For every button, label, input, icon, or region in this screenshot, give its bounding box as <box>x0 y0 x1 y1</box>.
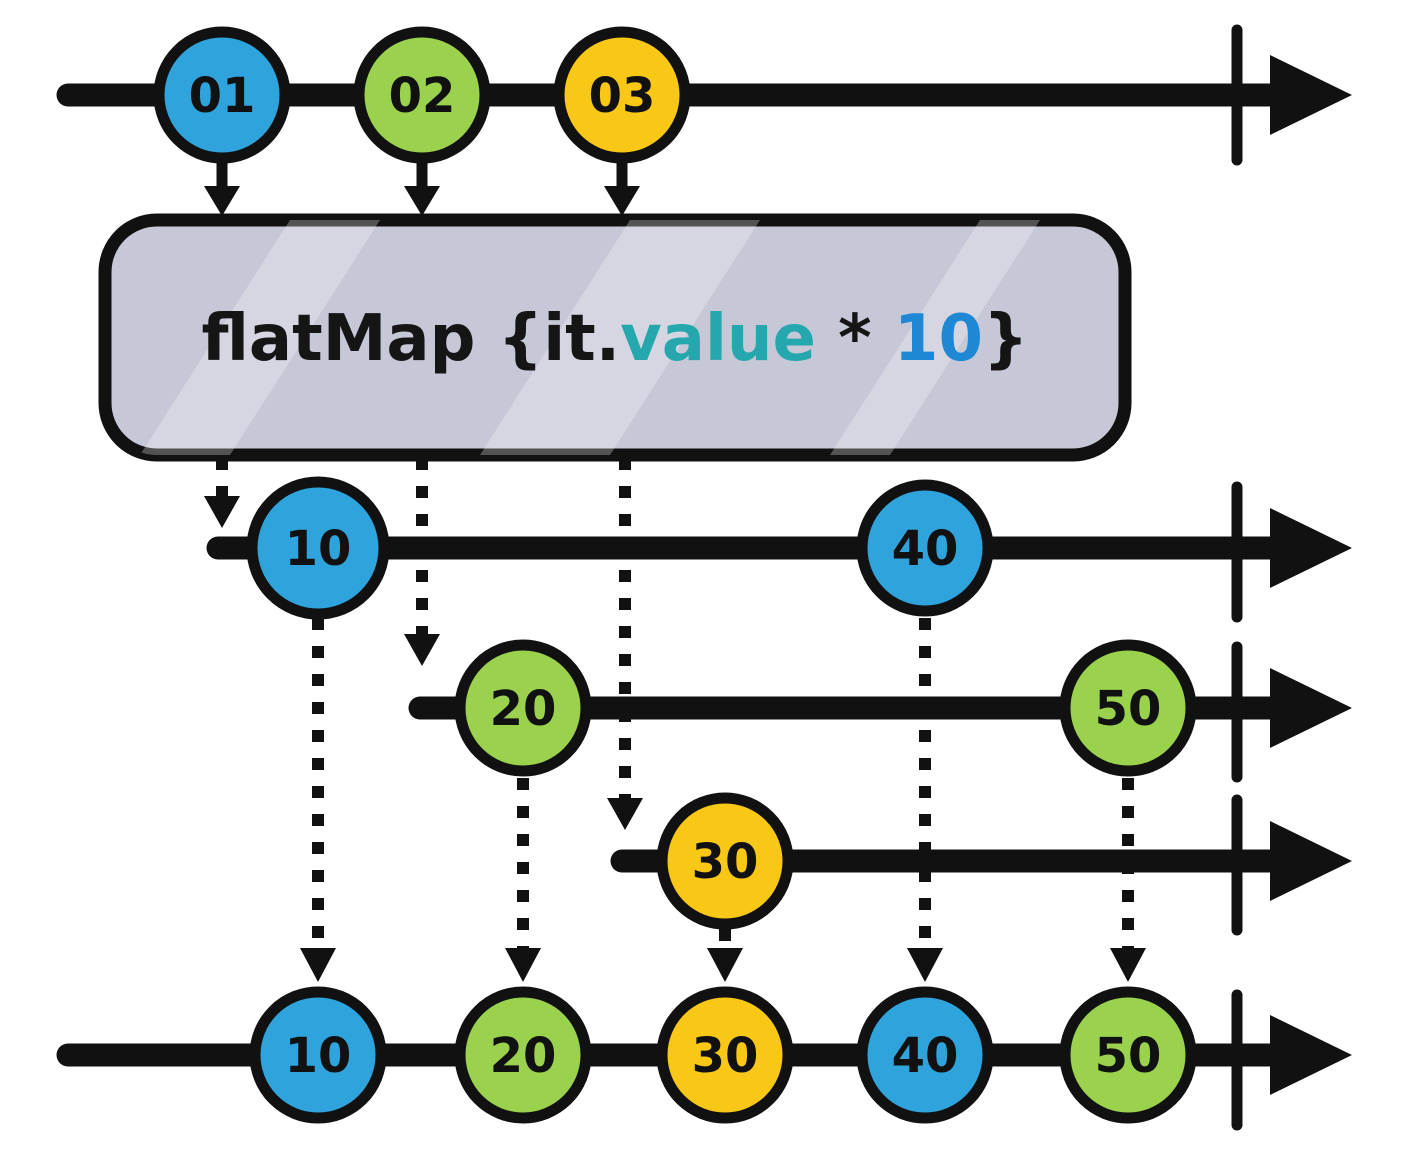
operator-emit-arrows <box>204 458 643 830</box>
marble-label: 20 <box>490 681 557 737</box>
marble-label: 40 <box>892 521 959 577</box>
arrow-down-icon <box>604 186 640 216</box>
marble-label: 40 <box>892 1028 959 1084</box>
marble-circle <box>454 986 592 1124</box>
arrow-down-icon <box>300 948 336 982</box>
marble-circle <box>1059 639 1197 777</box>
marble-inner1-10: 10 <box>246 476 390 620</box>
marble-output-10: 10 <box>249 986 387 1124</box>
marble-output-30: 30 <box>656 986 794 1124</box>
marble-circle <box>656 986 794 1124</box>
operator-expression: flatMap {it.value * 10} <box>201 302 1028 376</box>
operator-text-suffix: } <box>983 302 1029 376</box>
arrow-down-icon <box>204 496 240 528</box>
marble-circle <box>856 986 994 1124</box>
marble-label: 10 <box>285 521 352 577</box>
marble-circle <box>656 792 794 930</box>
emit-arrow-1 <box>204 458 240 528</box>
timeline-arrow-icon <box>1270 508 1352 588</box>
marble-label: 02 <box>389 68 456 124</box>
marble-source-03: 03 <box>553 26 691 164</box>
merge-arrow-10 <box>300 618 336 982</box>
operator-box-gloss <box>140 220 1040 455</box>
source-emit-arrow-1 <box>204 163 240 216</box>
arrow-down-icon <box>404 186 440 216</box>
operator-text-ten: 10 <box>894 302 983 376</box>
marble-label: 30 <box>692 834 759 890</box>
source-emit-arrow-2 <box>404 163 440 216</box>
marble-circle <box>153 26 291 164</box>
merge-arrow-20 <box>505 778 541 982</box>
marble-source-02: 02 <box>353 26 491 164</box>
flatmap-operator: flatMap {it.value * 10} <box>98 213 1132 462</box>
marble-label: 50 <box>1095 681 1162 737</box>
marble-label: 01 <box>189 68 256 124</box>
marble-label: 30 <box>692 1028 759 1084</box>
operator-text-prefix: flatMap {it. <box>201 302 620 376</box>
marble-output-20: 20 <box>454 986 592 1124</box>
marble-circle <box>553 26 691 164</box>
marble-circle <box>454 639 592 777</box>
marble-label: 20 <box>490 1028 557 1084</box>
marble-label: 03 <box>589 68 656 124</box>
marble-output-50: 50 <box>1059 986 1197 1124</box>
merge-arrow-50 <box>1110 778 1146 982</box>
marble-label: 50 <box>1095 1028 1162 1084</box>
marble-output-40: 40 <box>856 986 994 1124</box>
timeline-arrow-icon <box>1270 55 1352 135</box>
operator-box <box>98 213 1132 462</box>
merge-arrow-40 <box>907 618 943 982</box>
marble-circle <box>353 26 491 164</box>
arrow-down-icon <box>907 948 943 982</box>
marble-inner3-30: 30 <box>656 792 794 930</box>
arrow-down-icon <box>1110 948 1146 982</box>
source-emit-arrow-3 <box>604 163 640 216</box>
merge-arrow-30 <box>707 929 743 982</box>
timeline-arrow-icon <box>1270 668 1352 748</box>
timeline-arrow-icon <box>1270 821 1352 901</box>
marble-inner2-20: 20 <box>454 639 592 777</box>
marble-inner2-50: 50 <box>1059 639 1197 777</box>
marble-label: 10 <box>285 1028 352 1084</box>
arrow-down-icon <box>505 948 541 982</box>
merge-arrows <box>300 618 1146 982</box>
arrow-down-icon <box>707 948 743 982</box>
marble-circle <box>249 986 387 1124</box>
marble-source-01: 01 <box>153 26 291 164</box>
marble-circle <box>246 476 390 620</box>
operator-text-star: * <box>816 302 894 376</box>
arrow-down-icon <box>607 798 643 830</box>
timeline-arrow-icon <box>1270 1015 1352 1095</box>
inner-timeline-1 <box>206 481 1352 623</box>
marble-circle <box>1059 986 1197 1124</box>
marble-circle <box>856 479 994 617</box>
source-emit-arrows <box>204 163 640 216</box>
marble-inner1-40: 40 <box>856 479 994 617</box>
operator-text-value: value <box>620 302 816 376</box>
arrow-down-icon <box>204 186 240 216</box>
emit-arrow-3 <box>607 458 643 830</box>
emit-arrow-2 <box>404 458 440 666</box>
arrow-down-icon <box>404 634 440 666</box>
